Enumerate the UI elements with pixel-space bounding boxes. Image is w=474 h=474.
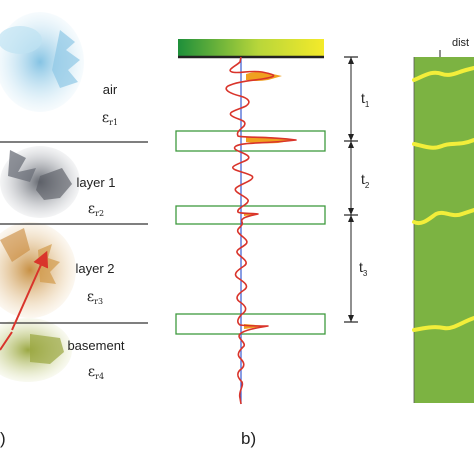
reflector-basement xyxy=(412,316,474,332)
layer-label-basement: basement xyxy=(67,338,124,353)
reflector-layer1 xyxy=(412,138,474,150)
panel-label-b: b) xyxy=(241,429,256,448)
color-scale-bar xyxy=(178,39,324,57)
reflection-window-2 xyxy=(175,205,326,225)
panel-label-a: ) xyxy=(0,429,6,448)
radargram-background xyxy=(414,57,474,403)
layer-label-air: air xyxy=(103,82,118,97)
permittivity-layer2: εr3 xyxy=(87,289,103,306)
panel-c: dist xyxy=(412,37,474,403)
layer1-texture xyxy=(0,146,80,218)
reflector-layer2 xyxy=(412,208,474,225)
permittivity-basement: εr4 xyxy=(88,364,104,381)
reflector-surface xyxy=(412,66,474,82)
gpr-trace-waveform xyxy=(225,56,297,405)
wave-ray-arrow-lower xyxy=(0,331,13,351)
permittivity-layer1: εr2 xyxy=(88,201,104,218)
interval-label-t1: t1 xyxy=(361,90,370,109)
interval-label-t2: t2 xyxy=(361,171,370,190)
layer-label-layer1: layer 1 xyxy=(76,175,115,190)
air-texture xyxy=(0,12,84,112)
wave-ray-arrow xyxy=(11,250,49,331)
permittivity-air: εr1 xyxy=(102,110,118,127)
reflection-window-1 xyxy=(175,130,326,152)
interval-label-t3: t3 xyxy=(359,259,368,278)
basement-texture xyxy=(0,318,72,382)
panel-a: air εr1 layer 1 εr2 layer 2 εr3 basement… xyxy=(0,12,148,448)
time-interval-markers xyxy=(344,56,358,323)
panel-b: t1 t2 t3 b) xyxy=(175,39,370,448)
reflection-window-3 xyxy=(175,313,326,335)
layer-label-layer2: layer 2 xyxy=(75,261,114,276)
distance-axis-label: dist xyxy=(452,37,469,49)
peak-fill-surface xyxy=(246,71,282,81)
